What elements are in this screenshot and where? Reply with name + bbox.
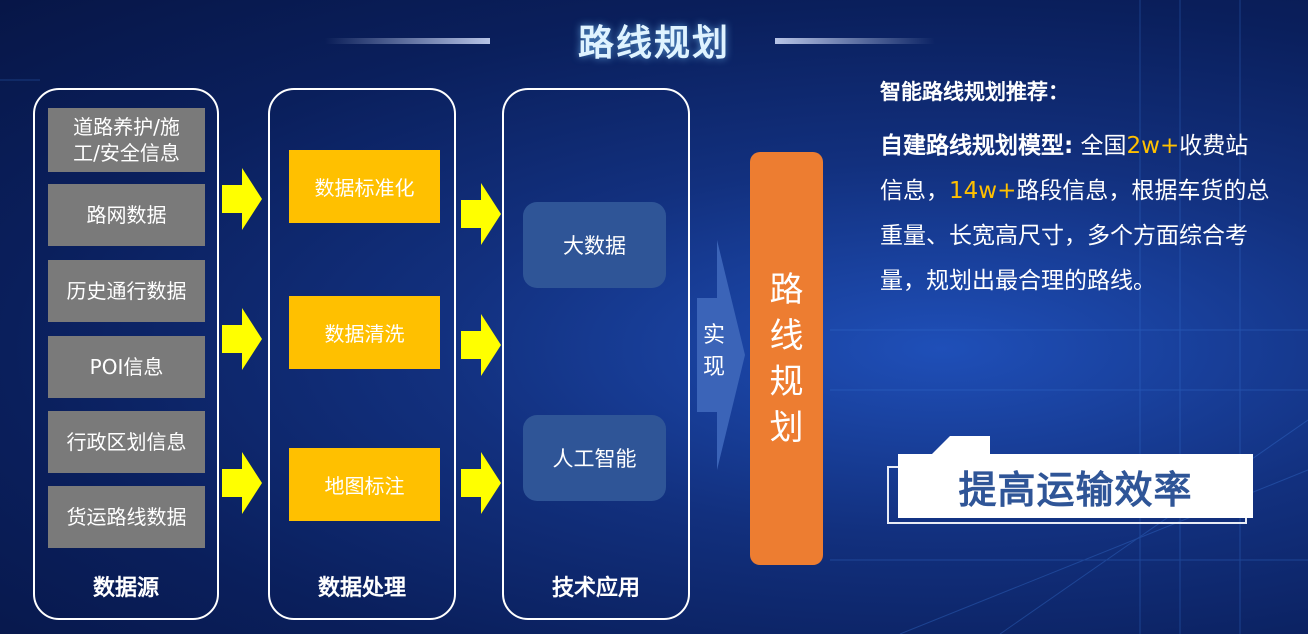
desc-text: 路段信息，根据车货的总重量、长宽高尺寸，多个方面综合考量，规划出最合理的路线。 <box>880 178 1270 294</box>
efficiency-text: 提高运输效率 <box>958 467 1193 512</box>
source-item: 道路养护/施工/安全信息 <box>48 108 205 172</box>
highlight-number: 14w+ <box>949 178 1017 204</box>
arrow-right-icon <box>461 452 501 514</box>
source-item: 行政区划信息 <box>48 411 205 473</box>
tech-item: 人工智能 <box>523 415 666 501</box>
data-source-column: 道路养护/施工/安全信息 路网数据 历史通行数据 POI信息 行政区划信息 货运… <box>33 88 219 620</box>
efficiency-tab-decoration <box>930 436 990 456</box>
page-title: 路线规划 <box>577 23 730 64</box>
tech-item: 大数据 <box>523 202 666 288</box>
column-label: 数据处理 <box>317 576 406 601</box>
arrow-right-icon <box>461 183 501 245</box>
source-item: 历史通行数据 <box>48 260 205 322</box>
arrow-right-icon <box>222 452 262 514</box>
data-processing-column: 数据标准化 数据清洗 地图标注 数据处理 <box>268 88 456 620</box>
desc-text: 收费站信息， <box>880 133 1249 204</box>
column-label: 数据源 <box>92 576 159 601</box>
process-item: 地图标注 <box>289 448 440 521</box>
tech-application-column: 大数据 人工智能 技术应用 <box>502 88 690 620</box>
implement-arrow-icon <box>697 240 745 470</box>
source-item: POI信息 <box>48 336 205 398</box>
result-box: 路线规划 <box>750 152 823 565</box>
source-item: 货运路线数据 <box>48 486 205 548</box>
recommendation-description: 自建路线规划模型: 全国2w+收费站信息，14w+路段信息，根据车货的总重量、长… <box>880 124 1270 304</box>
source-item: 路网数据 <box>48 184 205 246</box>
desc-text: 全国 <box>1073 133 1127 159</box>
highlight-number: 2w+ <box>1126 133 1180 159</box>
implement-label: 实现 <box>702 323 725 380</box>
arrow-right-icon <box>461 314 501 376</box>
title-decoration-right <box>775 38 935 44</box>
recommendation-title: 智能路线规划推荐： <box>880 80 1069 104</box>
process-item: 数据清洗 <box>289 296 440 369</box>
arrow-right-icon <box>222 168 262 230</box>
result-label: 路线规划 <box>769 269 804 448</box>
efficiency-banner: 提高运输效率 <box>898 454 1253 518</box>
title-decoration-left <box>325 38 490 44</box>
process-item: 数据标准化 <box>289 150 440 223</box>
arrow-right-icon <box>222 308 262 370</box>
column-label: 技术应用 <box>551 576 640 601</box>
model-label: 自建路线规划模型: <box>880 133 1074 159</box>
